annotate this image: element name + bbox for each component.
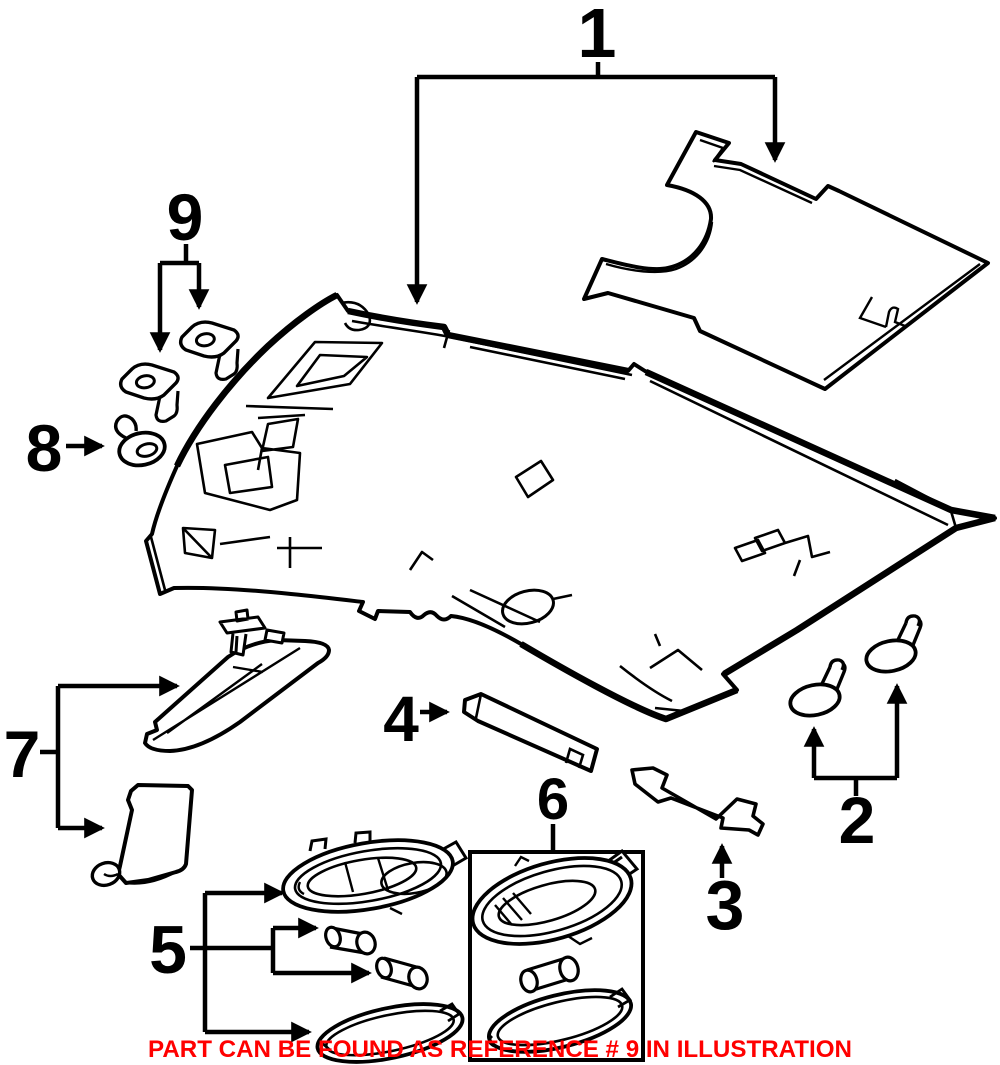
lamp5-lens-pocket	[380, 860, 448, 896]
callout-2	[803, 683, 908, 796]
visor-details	[474, 693, 585, 769]
callout-5	[190, 882, 372, 1043]
dome-lamp-opening	[497, 879, 597, 927]
lens6-tab	[488, 987, 633, 1048]
retainer-clip	[178, 320, 240, 381]
bulb-cap	[375, 956, 393, 980]
lamp5-rim	[293, 846, 443, 906]
dome-lamp-rim	[480, 864, 624, 938]
lens5-tab	[321, 1002, 461, 1052]
callout-9	[149, 244, 210, 353]
bulb-cap	[355, 930, 377, 956]
callout-1-label: 1	[578, 0, 617, 72]
callout-3-label: 3	[706, 866, 745, 944]
dome-lamp-kit-box	[468, 848, 645, 1062]
overhead-lamp-housing	[281, 830, 469, 916]
insulator-detail-lines	[605, 138, 981, 381]
lamp5-outer	[281, 838, 455, 914]
a-pillar-clip	[218, 608, 286, 657]
lamp5-opening	[306, 856, 418, 898]
clip-flange	[214, 348, 240, 381]
retainer-bracket	[630, 766, 765, 837]
bulb-cap	[324, 925, 342, 949]
callout-2-label: 2	[839, 783, 876, 857]
clip-hole	[194, 332, 216, 348]
callout-5-label: 5	[149, 912, 187, 988]
dome-lamp-outer	[470, 856, 634, 946]
callout-1-bracket	[417, 62, 775, 80]
headliner-thick-edges	[174, 292, 996, 723]
reference-note: PART CAN BE FOUND AS REFERENCE # 9 IN IL…	[148, 1036, 852, 1063]
dome-lamp-details	[494, 855, 593, 946]
callout-9-bracket	[160, 244, 199, 266]
callout-7-label: 7	[4, 717, 41, 791]
a-pillar-trim	[143, 608, 331, 753]
headliner-lamp-opening	[501, 588, 555, 626]
screw	[864, 614, 923, 674]
bulb-cap	[558, 955, 580, 983]
bulb-cap	[407, 965, 429, 991]
screw-tip	[904, 614, 922, 627]
quarter-trim-panel	[90, 783, 194, 888]
clip-flange	[154, 390, 180, 423]
lens5-outer	[315, 1002, 465, 1064]
a-pillar-trim-outline	[143, 638, 331, 753]
callout-7	[40, 675, 180, 839]
bulb-cap	[519, 968, 539, 994]
headliner-panel	[144, 292, 997, 723]
headliner-rim-lines	[149, 300, 958, 713]
callout-2-bracket	[814, 775, 897, 796]
callout-1	[406, 62, 786, 305]
quarter-trim-outline	[116, 783, 194, 885]
a-pillar-trim-details	[152, 646, 301, 742]
screw	[788, 658, 847, 718]
callout-9-label: 9	[167, 180, 204, 254]
callout-5-bracket	[190, 893, 276, 1032]
dome-lamp-lens	[486, 987, 634, 1054]
screw-head	[788, 682, 842, 718]
grommet-hole	[135, 442, 159, 458]
festoon-bulb	[324, 925, 377, 956]
callout-7-bracket	[40, 686, 61, 828]
lamp-lens	[315, 1002, 465, 1064]
grommet	[113, 414, 167, 468]
visor-outline	[462, 692, 599, 773]
callout-4-label: 4	[383, 683, 419, 755]
festoon-bulb	[375, 956, 429, 991]
grommet-tab	[113, 414, 138, 440]
callout-6-label: 6	[537, 767, 569, 832]
insulator-outline	[582, 130, 990, 391]
roof-insulator-pad	[582, 130, 990, 391]
retainer-clip	[118, 362, 180, 423]
lamp5-dividers	[297, 857, 403, 916]
callout-8-label: 8	[26, 411, 63, 485]
sun-visor	[462, 692, 599, 773]
festoon-bulb	[519, 955, 580, 994]
screw-tip	[828, 658, 846, 671]
clip-hole	[134, 374, 156, 390]
screw-head	[864, 638, 918, 674]
quarter-trim-details	[103, 870, 177, 885]
